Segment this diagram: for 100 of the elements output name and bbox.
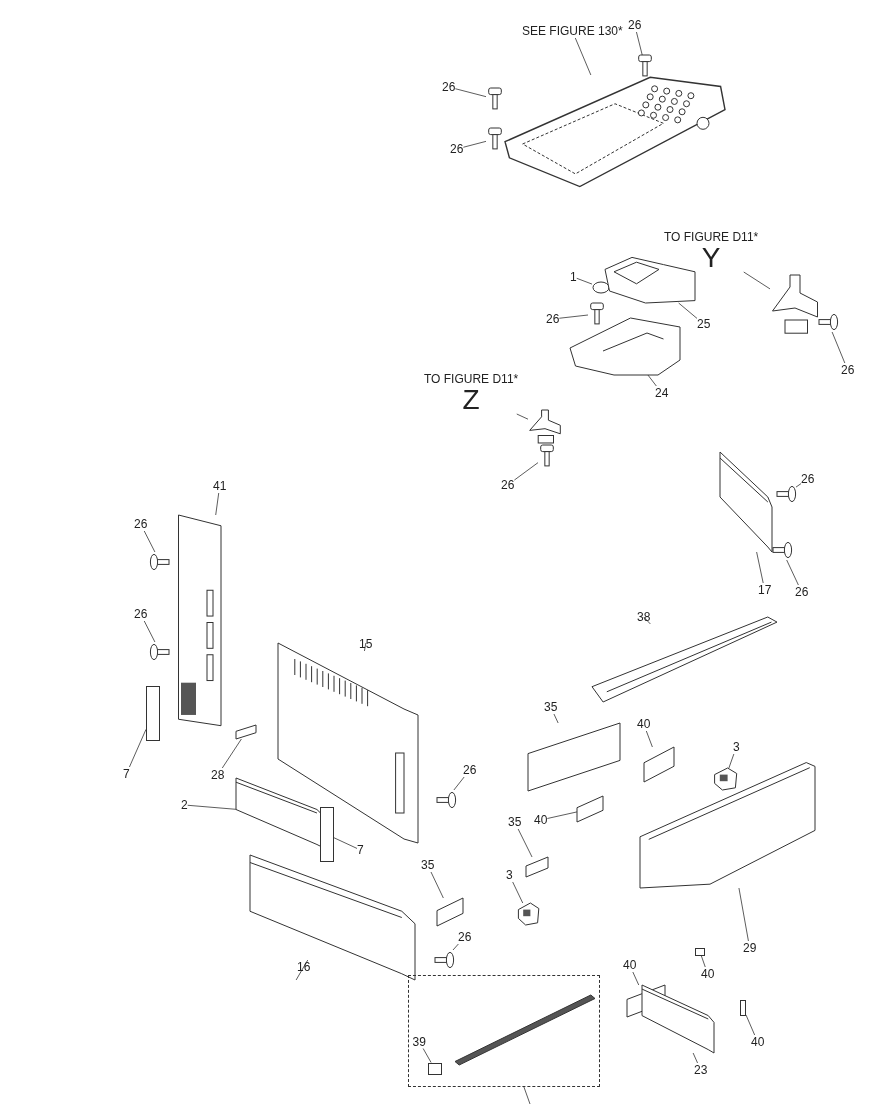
- control-panel-drawing: [505, 75, 725, 190]
- reference-note: TO FIGURE D11*: [664, 230, 759, 244]
- leader-line: [756, 551, 764, 584]
- leader-line: [333, 837, 358, 849]
- strip: [695, 948, 705, 956]
- leader-line: [295, 959, 309, 981]
- clip: [712, 768, 738, 790]
- leader-line: [795, 483, 802, 488]
- reference-letter: Y: [701, 244, 721, 272]
- callout-number: 25: [697, 317, 711, 331]
- label-sheet: [528, 723, 620, 791]
- callout-number: 26: [546, 312, 560, 326]
- callout-number: 41: [213, 479, 227, 493]
- label-sheet: [526, 857, 548, 877]
- callout-number: 35: [544, 700, 558, 714]
- callout-number: 29: [743, 941, 757, 955]
- callout-number: 7: [123, 767, 130, 781]
- leader-line: [636, 31, 643, 56]
- leader-line: [786, 559, 799, 586]
- screw: [436, 790, 456, 810]
- front-cover: [250, 855, 415, 980]
- leader-line: [574, 37, 592, 76]
- leader-line: [546, 811, 578, 819]
- callout-number: 15: [359, 637, 373, 651]
- leader-line: [143, 620, 156, 643]
- callout-number: 26: [501, 478, 515, 492]
- callout-number: 40: [637, 717, 651, 731]
- screw: [434, 950, 454, 970]
- leader-line: [678, 302, 698, 319]
- leader-line: [692, 1052, 698, 1064]
- leader-line: [558, 314, 589, 319]
- callout-number: 28: [211, 768, 225, 782]
- callout-number: 16: [297, 960, 311, 974]
- hinge-bracket: [770, 275, 820, 335]
- callout-number: 24: [655, 386, 669, 400]
- dashed-group-outline: [408, 975, 600, 1087]
- leader-line: [512, 881, 524, 904]
- callout-number: 40: [701, 967, 715, 981]
- callout-number: 2: [181, 798, 188, 812]
- leader-line: [143, 530, 156, 553]
- callout-number: 39: [412, 1034, 426, 1049]
- leader-line: [743, 271, 771, 290]
- hinge-bracket: [528, 410, 562, 444]
- screw: [818, 312, 838, 332]
- callout-number: 40: [623, 958, 637, 972]
- leader-line: [422, 1048, 432, 1063]
- callout-number: 17: [758, 583, 772, 597]
- callout-number: 35: [421, 858, 435, 872]
- leader-line: [632, 971, 640, 986]
- callout-number: 26: [795, 585, 809, 599]
- leader-line: [430, 871, 444, 899]
- callout-number: 40: [751, 1035, 765, 1049]
- leader-line: [647, 374, 657, 387]
- leader-line: [516, 413, 529, 420]
- callout-number: 26: [450, 142, 464, 156]
- label-sheet: [437, 898, 463, 926]
- callout-number: 3: [733, 740, 740, 754]
- leader-line: [738, 887, 749, 942]
- leader-line: [701, 955, 706, 968]
- callout-number: 26: [134, 607, 148, 621]
- callout-number: 26: [628, 18, 642, 32]
- callout-number: 26: [841, 363, 855, 377]
- callout-number: 7: [357, 843, 364, 857]
- callout-number: 26: [442, 80, 456, 94]
- leader-line: [523, 1086, 531, 1104]
- callout-number: 26: [458, 930, 472, 944]
- strip: [320, 807, 334, 862]
- coin-battery: [592, 281, 610, 294]
- callout-number: 1: [570, 270, 577, 284]
- leader-line: [453, 776, 465, 791]
- screw: [150, 642, 170, 662]
- screw: [150, 552, 170, 572]
- cover-panel: [642, 985, 714, 1053]
- callout-number: 26: [463, 763, 477, 777]
- strip: [146, 686, 160, 741]
- strip: [236, 725, 256, 739]
- screw: [486, 88, 504, 110]
- bracket: [605, 255, 695, 303]
- leader-line: [645, 730, 653, 748]
- callout-number: 35: [508, 815, 522, 829]
- leader-line: [728, 753, 735, 769]
- cover-panel: [720, 452, 772, 552]
- callout-number: 3: [506, 868, 513, 882]
- callout-number: 26: [134, 517, 148, 531]
- callout-number: 23: [694, 1063, 708, 1077]
- screw: [486, 128, 504, 150]
- strip: [427, 1062, 442, 1075]
- callout-number: 26: [801, 472, 815, 486]
- callout-number: 38: [637, 610, 651, 624]
- leader-line: [452, 943, 459, 951]
- leader-line: [454, 88, 487, 98]
- leader-line: [576, 277, 593, 285]
- screw: [636, 55, 654, 77]
- leader-line: [513, 462, 539, 481]
- leader-line: [129, 729, 147, 768]
- leader-line: [462, 140, 487, 148]
- rod: [454, 994, 595, 1065]
- leader-line: [517, 828, 533, 858]
- mounting-plate: [570, 315, 680, 375]
- reference-letter: Z: [462, 386, 480, 414]
